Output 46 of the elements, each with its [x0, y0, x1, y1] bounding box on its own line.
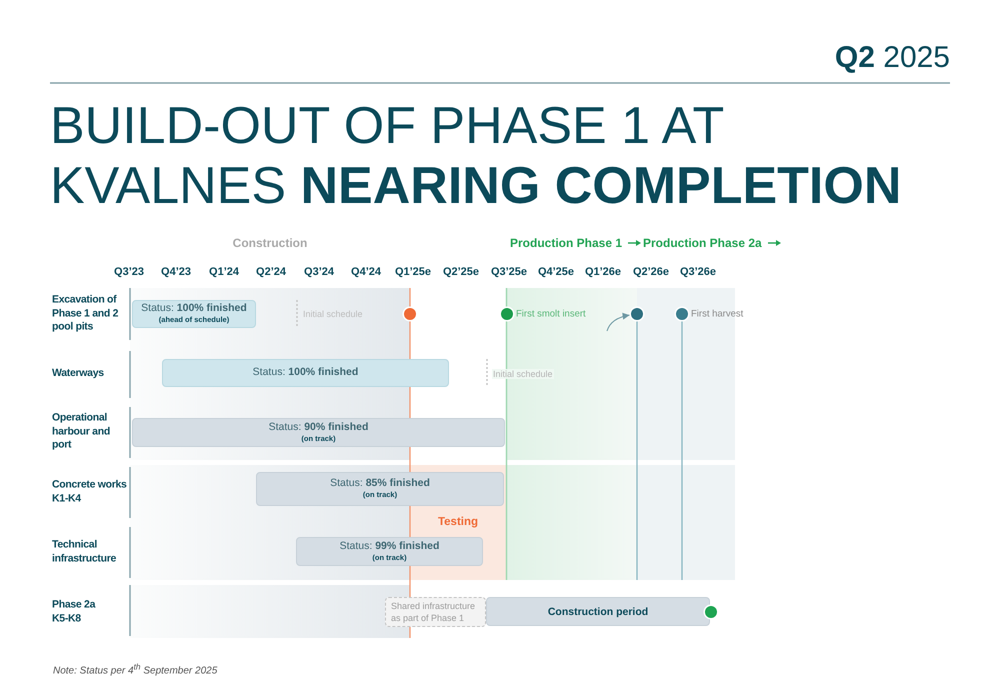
milestone-label: First harvest — [691, 308, 744, 320]
quarter-label: Q4’23 — [161, 266, 191, 278]
report-period: Q2 2025 — [834, 41, 950, 75]
row-label: Technical infrastructure — [52, 538, 118, 566]
task-bar — [162, 359, 449, 387]
quarter-label: Q1’25e — [394, 266, 432, 278]
phase-heading: Construction — [232, 236, 308, 250]
quarter-label: Q4’25e — [538, 266, 574, 278]
milestone-dot — [705, 606, 717, 618]
milestone-dot — [676, 308, 688, 320]
row-label: Phase 2a K5-K8 — [52, 598, 96, 626]
milestone-dot — [631, 308, 643, 320]
row-label: Concrete works K1-K4 — [52, 478, 128, 506]
status-text: Status: 99% finished — [340, 540, 440, 553]
task-bar — [256, 472, 504, 506]
status-text: Status: 85% finished — [330, 477, 430, 490]
task-bar — [486, 597, 710, 626]
quarter-label: Q3’24 — [304, 266, 334, 278]
quarter-label: Q2’26e — [632, 266, 670, 278]
phase-label: Testing — [438, 516, 478, 528]
phase-heading: Production Phase 2a — [643, 236, 762, 250]
status-text: Status: 90% finished — [268, 420, 368, 434]
task-bar — [296, 537, 483, 566]
status-text: Status: 100% finished — [141, 302, 247, 316]
row-label: Waterways — [52, 367, 105, 381]
task-bar — [132, 418, 505, 447]
footnote: Note: Status per 4$^{th}$ September 2025 — [53, 661, 218, 677]
quarter-label: Q1’24 — [209, 266, 239, 278]
status-text: Status: 100% finished — [252, 366, 358, 380]
curved-arrow — [606, 312, 630, 332]
schedule-note: Initial schedule — [492, 369, 554, 379]
quarter-label: Q2’24 — [256, 266, 286, 278]
row-label: Operational harbour and port — [52, 412, 111, 452]
bar-label: Shared infrastructure as part of Phase 1 — [391, 600, 476, 624]
quarter-label: Q3’26e — [680, 266, 716, 278]
milestone-label: First smolt insert — [516, 308, 586, 320]
task-bar — [132, 300, 256, 328]
quarter-label: Q3’23 — [114, 266, 144, 278]
phase-heading: Production Phase 1 — [510, 236, 622, 250]
milestone-dot — [501, 308, 513, 320]
dashed-task-box — [385, 597, 486, 627]
row-label: Excavation of Phase 1 and 2 pool pits — [52, 294, 120, 334]
page-title: BUILD-OUT OF PHASE 1 AT KVALNES NEARING COMPLETION — [50, 96, 902, 216]
milestone-dot — [404, 308, 416, 320]
bar-label: Construction period — [548, 606, 648, 618]
quarter-label: Q2’25e — [442, 266, 480, 278]
